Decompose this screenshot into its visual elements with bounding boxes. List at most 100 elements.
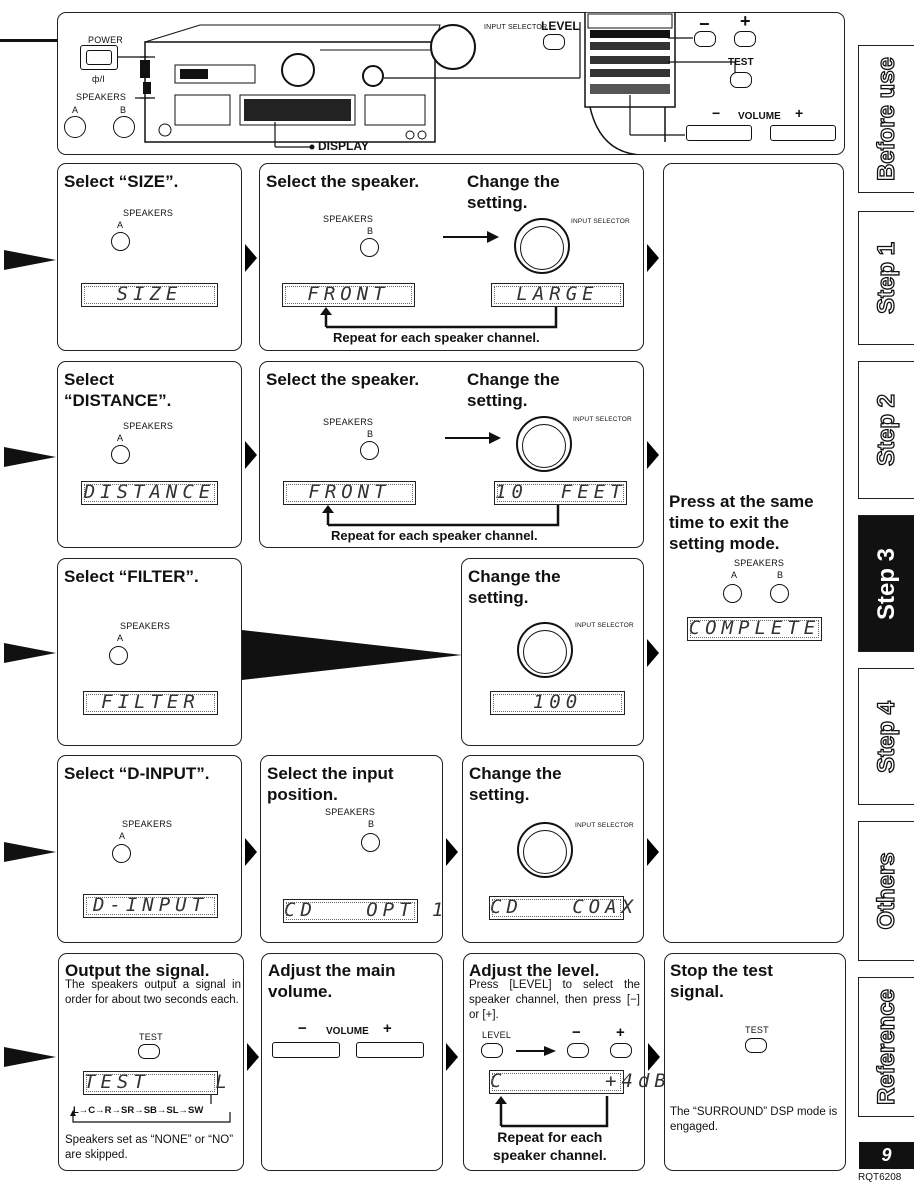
complete-lcd-display: COMPLETE — [687, 617, 822, 641]
setting-lcd-display: 100 — [490, 691, 625, 715]
speaker-letter: B — [367, 429, 374, 439]
level-button[interactable] — [543, 34, 565, 50]
speaker-b-button[interactable] — [113, 116, 135, 138]
level-minus-label: − — [572, 1024, 581, 1041]
volume-label: VOLUME — [738, 111, 781, 122]
speaker-a-button[interactable] — [64, 116, 86, 138]
flow-arrow — [647, 244, 659, 272]
flow-arrow — [446, 1043, 458, 1071]
distance-step-title: Select “DISTANCE”. — [64, 370, 172, 410]
plus-label: + — [740, 11, 751, 31]
input-selector-label: INPUT SELECTOR — [571, 218, 630, 225]
repeat-loop-arrow — [495, 1096, 609, 1128]
speakers-label: SPEAKERS — [123, 421, 174, 431]
main-volume-panel — [261, 953, 443, 1171]
skip-arrow — [242, 630, 462, 680]
size-step-title: Select “SIZE”. — [64, 172, 179, 191]
repeat-loop-arrow — [322, 505, 560, 527]
select-input-title: Select the input position. — [267, 764, 394, 804]
speaker-a-button[interactable] — [112, 844, 131, 863]
volume-up-button[interactable] — [356, 1042, 424, 1058]
filter-step-title: Select “FILTER”. — [64, 567, 199, 586]
speaker-a-button[interactable] — [109, 646, 128, 665]
flow-arrow — [647, 639, 659, 667]
standby-label: ф/I — [92, 74, 106, 84]
select-speaker-title: Select the speaker. — [266, 370, 420, 389]
level-label: LEVEL — [541, 19, 580, 33]
page-number: 9 — [859, 1142, 914, 1169]
speakers-label: SPEAKERS — [122, 819, 173, 829]
power-button-inner — [86, 50, 112, 65]
output-description: The speakers output a signal in order fo… — [65, 979, 241, 1006]
level-plus-button[interactable] — [610, 1043, 632, 1058]
test-label: TEST — [728, 57, 754, 68]
size-step-panel — [57, 163, 242, 351]
volume-down-button[interactable] — [272, 1042, 340, 1058]
speaker-letter: A — [119, 831, 126, 841]
tab-reference[interactable]: Reference — [858, 977, 914, 1117]
tab-step-1[interactable]: Step 1 — [858, 211, 914, 345]
speaker-b-button[interactable] — [770, 584, 789, 603]
volume-down-button[interactable] — [686, 125, 752, 141]
speakers-label: SPEAKERS — [120, 621, 171, 631]
surround-note: The “SURROUND” DSP mode is engaged. — [670, 1106, 838, 1133]
tab-step-3[interactable]: Step 3 — [858, 515, 914, 652]
tab-others[interactable]: Others — [858, 821, 914, 961]
speaker-letter: A — [117, 433, 124, 443]
speaker-a-button[interactable] — [111, 445, 130, 464]
speaker-a-button[interactable] — [111, 232, 130, 251]
input-selector-knob-inner — [522, 424, 566, 468]
speaker-lcd-display: FRONT — [282, 283, 415, 307]
setting-lcd-display: LARGE — [491, 283, 624, 307]
flow-arrow — [446, 838, 458, 866]
level-lcd-display: C +4dB — [489, 1070, 671, 1094]
speaker-letter: B — [367, 226, 374, 236]
test-button[interactable] — [138, 1044, 160, 1059]
speaker-a-button[interactable] — [723, 584, 742, 603]
test-label: TEST — [745, 1025, 769, 1035]
speaker-lcd-display: FRONT — [283, 481, 416, 505]
volume-up-button[interactable] — [770, 125, 836, 141]
right-arrow-icon — [516, 1046, 556, 1056]
test-button[interactable] — [730, 72, 752, 88]
volume-label: VOLUME — [326, 1026, 369, 1037]
repeat-note: Repeat for each speaker channel. — [333, 330, 540, 345]
tab-step-4[interactable]: Step 4 — [858, 668, 914, 805]
level-button[interactable] — [481, 1043, 503, 1058]
exit-title: Press at the same time to exit the setti… — [669, 492, 814, 553]
remote-illustration — [584, 12, 676, 155]
speaker-letter: A — [117, 220, 124, 230]
input-selector-knob-inner — [520, 226, 564, 270]
speaker-b-button[interactable] — [361, 833, 380, 852]
tab-label: Before use — [872, 56, 900, 182]
connector-lines — [118, 22, 581, 150]
speaker-letter: A — [117, 633, 124, 643]
stop-test-panel — [664, 953, 846, 1171]
tab-label: Step 1 — [872, 241, 900, 315]
right-arrow-icon — [443, 231, 499, 243]
speaker-b-button[interactable] — [360, 238, 379, 257]
change-setting-title: Change the setting. — [469, 764, 562, 804]
setting-lcd-display: CD COAX — [489, 896, 638, 920]
speakers-label: SPEAKERS — [76, 92, 127, 102]
tab-before-use[interactable]: Before use — [858, 45, 914, 193]
size-lcd-display: SIZE — [81, 283, 218, 307]
flow-arrow — [648, 1043, 660, 1071]
level-minus-button[interactable] — [567, 1043, 589, 1058]
output-signal-panel — [58, 953, 244, 1171]
test-button[interactable] — [745, 1038, 767, 1053]
page-number-text: 9 — [881, 1145, 892, 1165]
distance-lcd-display: DISTANCE — [81, 481, 218, 505]
level-description: Press [LEVEL] to select the speaker chan… — [469, 979, 640, 1021]
speakers-label: SPEAKERS — [323, 417, 374, 427]
plus-button[interactable] — [734, 31, 756, 47]
tab-step-2[interactable]: Step 2 — [858, 361, 914, 499]
input-selector-knob[interactable] — [430, 24, 476, 70]
minus-button[interactable] — [694, 31, 716, 47]
document-code: RQT6208 — [858, 1172, 902, 1183]
input-selector-label: INPUT SELECTOR — [573, 416, 632, 423]
minus-label: − — [699, 14, 710, 34]
speaker-b-button[interactable] — [360, 441, 379, 460]
change-setting-title: Change the setting. — [467, 172, 560, 212]
level-plus-label: + — [616, 1024, 625, 1041]
